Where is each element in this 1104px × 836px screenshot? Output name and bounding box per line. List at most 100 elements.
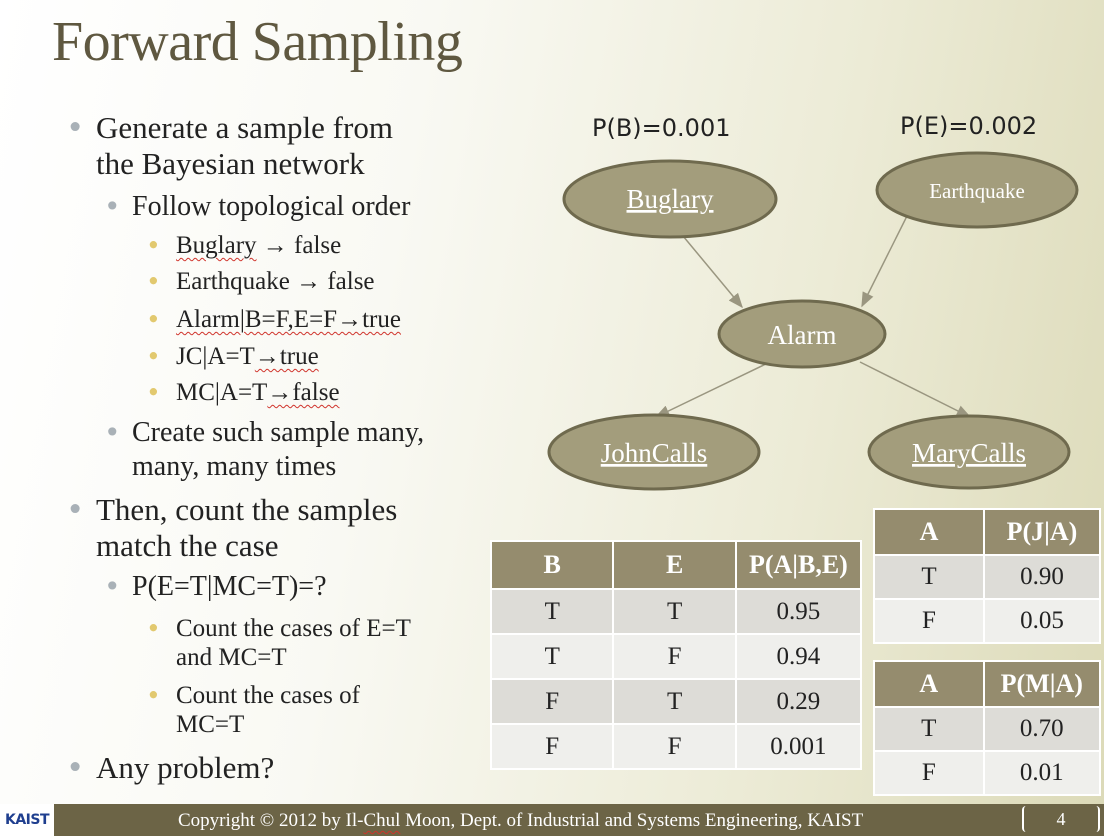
bullet-dot: • [66, 492, 85, 528]
table-cell: 0.95 [734, 588, 863, 635]
table-header-row: A P(J|A) [873, 508, 1102, 556]
table-cell: T [873, 706, 985, 752]
bullet-text: many, many times [132, 451, 337, 482]
table-cell: T [489, 633, 615, 680]
prior-earthquake: P(E)=0.002 [900, 112, 1038, 140]
slide-title: Forward Sampling [52, 11, 463, 73]
table-cell: 0.29 [734, 678, 863, 725]
prior-burglary: P(B)=0.001 [592, 114, 731, 142]
table-cell: F [873, 598, 985, 644]
table-cell: 0.90 [982, 554, 1102, 600]
page-number: 4 [1022, 806, 1100, 832]
table-header-row: A P(M|A) [873, 660, 1102, 708]
sample-step: MC|A=T→false [176, 378, 340, 407]
node-johncalls: JohnCalls [547, 413, 761, 491]
node-label: Earthquake [929, 179, 1025, 203]
table-row: T T 0.95 [489, 588, 863, 635]
bullet-dot: • [104, 570, 121, 603]
table-row: T 0.90 [873, 554, 1102, 600]
table-cell: F [612, 633, 737, 680]
bullet-text: →true [254, 343, 319, 370]
copyright-text: Copyright © 2012 by Il-Chul Moon, Dept. … [178, 810, 863, 832]
table-cell: F [873, 750, 985, 796]
footer-bar: KAIST Copyright © 2012 by Il-Chul Moon, … [0, 804, 1104, 836]
sample-step: JC|A=T→true [176, 342, 319, 371]
node-marycalls: MaryCalls [867, 414, 1071, 490]
table-cell: T [873, 554, 985, 600]
node-earthquake: Earthquake [875, 151, 1079, 229]
table-cell: 0.94 [734, 633, 863, 680]
table-cell: 0.001 [734, 723, 863, 770]
table-cell: 0.70 [982, 706, 1102, 752]
bullet-text: Follow topological order [132, 191, 411, 222]
table-cell: T [612, 588, 737, 635]
column-header: P(M|A) [982, 660, 1102, 708]
bullet-dot: • [146, 231, 161, 260]
edge-burglary-alarm [682, 235, 743, 309]
table-cell: F [612, 723, 737, 770]
alarm-cpt-table: B E P(A|B,E) T T 0.95 T F 0.94 F T 0.29 … [489, 540, 863, 770]
node-label: Buglary [627, 184, 714, 214]
sample-step: Alarm|B=F,E=F→true [176, 305, 401, 334]
bullet-dot: • [146, 267, 161, 296]
table-header-row: B E P(A|B,E) [489, 540, 863, 590]
table-row: T F 0.94 [489, 633, 863, 680]
column-header: P(A|B,E) [734, 540, 863, 590]
edge-alarm-mary [859, 361, 972, 418]
bullet-dot: • [66, 110, 85, 146]
table-cell: F [489, 678, 615, 725]
sample-step: Buglary → false [176, 231, 341, 260]
copyright-part: Chul [363, 810, 401, 831]
node-label: JohnCalls [601, 438, 708, 468]
marycalls-cpt-table: A P(M|A) T 0.70 F 0.01 [873, 660, 1102, 796]
bullet-dot: • [146, 681, 161, 710]
table-cell: F [489, 723, 615, 770]
column-header: B [489, 540, 615, 590]
bullet-text: the Bayesian network [96, 146, 365, 181]
kaist-logo: KAIST [0, 804, 54, 836]
table-row: F F 0.001 [489, 723, 863, 770]
johncalls-cpt-table: A P(J|A) T 0.90 F 0.05 [873, 508, 1102, 644]
bullet-dot: • [146, 342, 161, 371]
bullet-text: Create such sample many, [132, 417, 425, 448]
bullet-text: → false [256, 232, 342, 259]
column-header: E [612, 540, 737, 590]
edge-alarm-john [654, 361, 771, 418]
column-header: A [873, 660, 985, 708]
bullet-text: Buglary [176, 232, 257, 259]
edge-earthquake-alarm [861, 213, 909, 308]
table-row: F T 0.29 [489, 678, 863, 725]
column-header: P(J|A) [982, 508, 1102, 556]
table-row: F 0.05 [873, 598, 1102, 644]
node-buglary: Buglary [562, 159, 778, 239]
bullet-dot: • [66, 750, 85, 786]
node-alarm: Alarm [717, 299, 887, 369]
bullet-text: Generate a sample from [96, 110, 393, 145]
table-row: F 0.01 [873, 750, 1102, 796]
bullet-text: match the case [96, 528, 279, 563]
table-cell: T [489, 588, 615, 635]
bullet-text: JC|A=T [176, 343, 255, 370]
copyright-part: Copyright © 2012 by Il- [178, 810, 364, 831]
bullet-dot: • [104, 190, 121, 223]
table-cell: 0.05 [982, 598, 1102, 644]
copyright-part: Moon, Dept. of Industrial and Systems En… [400, 810, 864, 831]
table-row: T 0.70 [873, 706, 1102, 752]
bullet-text: Count the cases of [176, 682, 360, 709]
bullet-text: →false [267, 379, 340, 406]
bullet-text: Earthquake → false [176, 268, 375, 295]
bullet-text: Then, count the samples [96, 492, 398, 527]
bullet-text: Alarm|B=F,E=F [176, 306, 338, 333]
table-cell: T [612, 678, 737, 725]
table-cell: 0.01 [982, 750, 1102, 796]
bullet-dot: • [104, 416, 121, 449]
column-header: A [873, 508, 985, 556]
node-label: Alarm [768, 320, 837, 350]
bullet-text: →true [337, 306, 401, 333]
bullet-text: MC|A=T [176, 379, 268, 406]
bullet-text: Count the cases of E=T [176, 615, 411, 642]
bullet-text: MC=T [176, 711, 245, 738]
bullet-text: and MC=T [176, 644, 287, 671]
bullet-text: Any problem? [96, 750, 275, 785]
